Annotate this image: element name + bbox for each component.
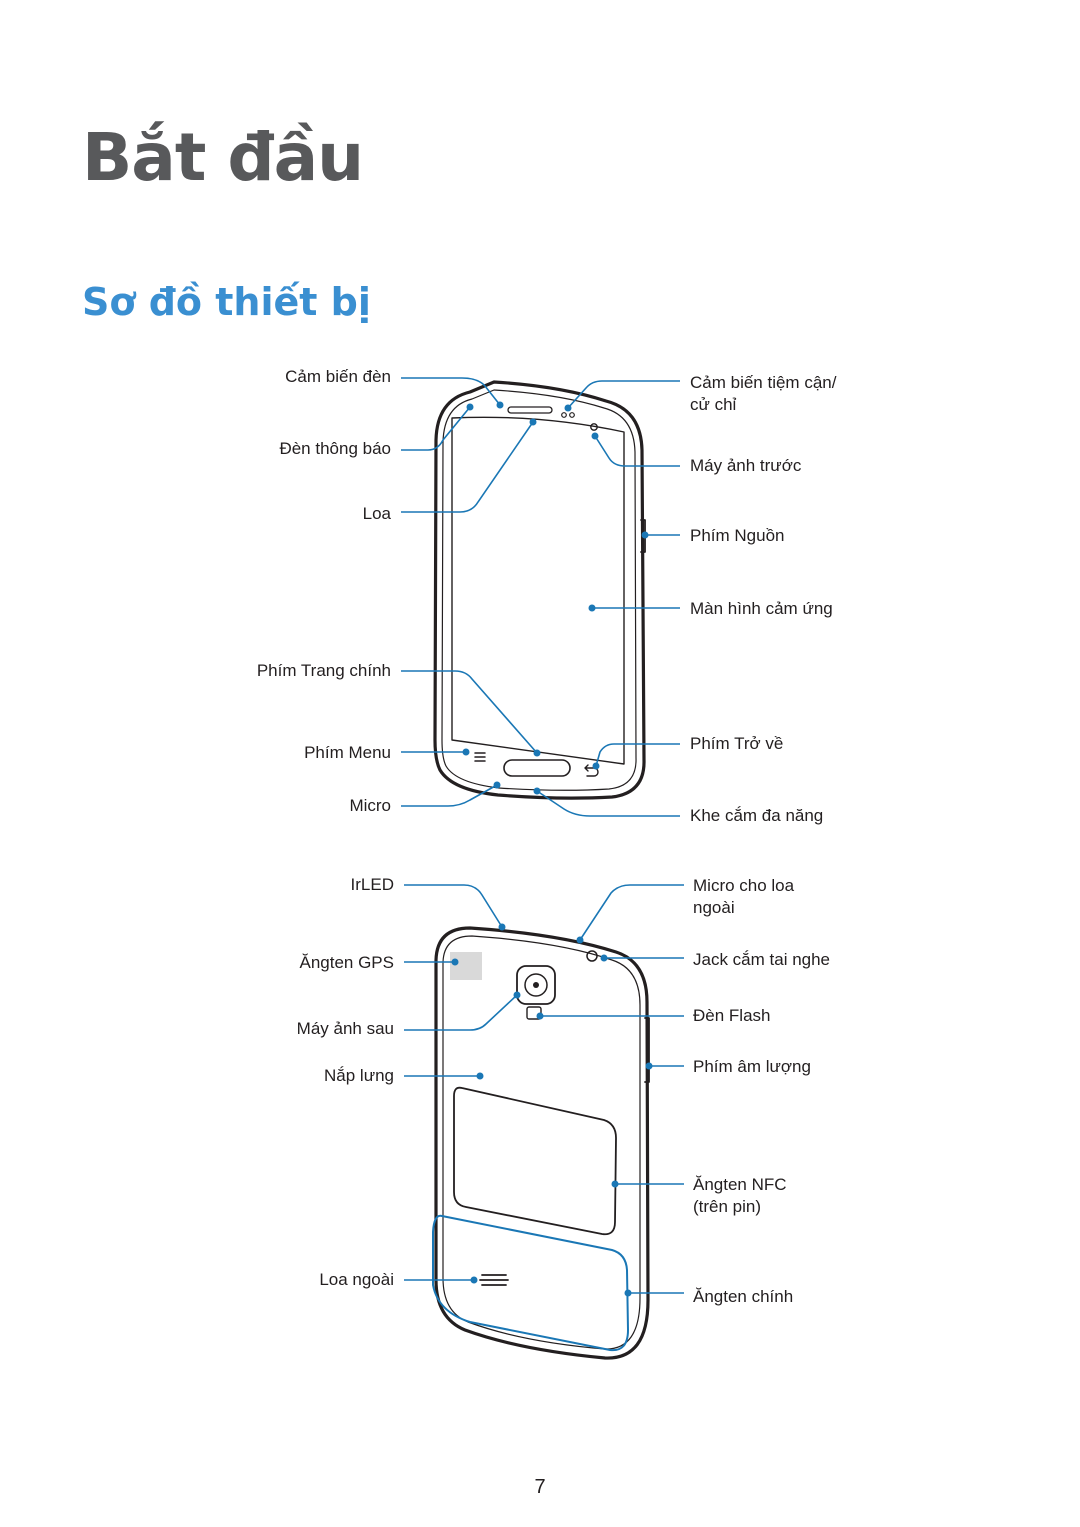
label-power-key: Phím Nguồn [690,526,785,545]
label-rear-camera: Máy ảnh sau [296,1019,394,1038]
label-back-key: Phím Trở về [690,734,784,753]
back-body-inner [442,935,641,1350]
label-nfc-antenna-line2: (trên pin) [693,1197,762,1216]
callout-line-irled [404,884,503,928]
back-callouts-right [540,884,684,1294]
front-callouts-right [536,380,680,817]
proximity-sensor-dot-1 [561,412,567,418]
label-multipurpose-jack: Khe cắm đa năng [690,806,824,825]
label-speakerphone-mic-line2: ngoài [693,898,735,917]
back-body-outer [434,926,650,1360]
section-title: Sơ đồ thiết bị [82,280,371,324]
dot-external-speaker [470,1276,478,1284]
dot-irled [498,923,506,931]
dot-speaker [529,418,537,426]
rear-camera-ring [524,973,548,997]
callout-line-multipurpose-jack [536,790,680,817]
back-callout-dots-right [536,936,653,1297]
callout-line-proximity-sensor [567,380,680,409]
dot-headset-jack [600,954,608,962]
front-screen [451,416,625,765]
callout-line-light-sensor [401,377,501,406]
dot-volume-key [645,1062,653,1070]
label-main-antenna: Ăngten chính [693,1287,794,1306]
external-speaker-grille [479,1274,509,1286]
label-home-key: Phím Trang chính [256,661,391,680]
callout-line-speaker [401,421,534,513]
back-callouts-left [404,884,518,1281]
label-microphone: Micro [349,796,391,815]
callout-line-notification-light [401,406,471,451]
phone-back [432,926,650,1360]
dot-multipurpose-jack [533,787,541,795]
label-speaker: Loa [362,504,391,523]
phone-front [433,380,646,800]
main-antenna-band [432,1214,629,1352]
callout-line-speakerphone-mic [579,884,684,941]
label-flash: Đèn Flash [693,1006,771,1025]
front-camera-lens [590,423,598,431]
callout-line-front-camera [594,435,680,467]
dot-back-key [592,762,600,770]
dot-front-camera [591,432,599,440]
callout-line-microphone [401,784,498,807]
label-menu-key: Phím Menu [304,743,391,762]
callout-line-home-key [401,670,538,754]
menu-key-shape [474,752,486,762]
label-notification-light: Đèn thông báo [279,439,391,458]
volume-key-shape [644,1017,650,1083]
label-light-sensor: Cảm biến đèn [285,367,391,386]
callout-line-rear-camera [404,994,518,1031]
dot-rear-camera [513,991,521,999]
back-callout-dots-left [451,923,521,1284]
callout-line-back-key [595,743,680,767]
front-callout-dots-right [533,404,649,795]
camera-housing [516,965,556,1005]
dot-menu-key [462,748,470,756]
proximity-sensor-dot-2 [569,412,575,418]
dot-light-sensor [496,401,504,409]
label-back-cover: Nắp lưng [324,1066,394,1085]
front-body-inner [441,389,637,791]
front-callout-dots-left [462,401,541,789]
gps-antenna-shape [450,952,482,980]
dot-home-key [533,749,541,757]
home-key-shape [503,759,571,777]
battery-area-shape [453,1086,617,1236]
label-speakerphone-mic-line1: Micro cho loa [693,876,795,895]
chapter-title: Bắt đầu [82,119,364,196]
label-external-speaker: Loa ngoài [319,1270,394,1289]
dot-touchscreen [588,604,596,612]
label-proximity-sensor-line2: cử chỉ [690,395,737,414]
dot-flash [536,1012,544,1020]
label-volume-key: Phím âm lượng [693,1057,811,1076]
front-body-outer [433,380,646,800]
page-number: 7 [534,1476,546,1498]
earpiece-grille [507,406,553,414]
label-gps-antenna: Ăngten GPS [299,953,394,972]
dot-speakerphone-mic [576,936,584,944]
dot-main-antenna [624,1289,632,1297]
dot-nfc-antenna [611,1180,619,1188]
headset-jack-shape [586,950,598,962]
label-proximity-sensor-line1: Cảm biến tiệm cận/ [690,373,837,392]
dot-microphone [493,781,501,789]
rear-camera-lens [533,982,539,988]
label-touchscreen: Màn hình cảm ứng [690,599,833,618]
label-headset-jack: Jack cắm tai nghe [693,950,831,969]
label-irled: IrLED [350,875,394,894]
label-front-camera: Máy ảnh trước [690,456,802,475]
dot-back-cover [476,1072,484,1080]
dot-proximity-sensor [564,404,572,412]
label-nfc-antenna-line1: Ăngten NFC [693,1175,787,1194]
front-callouts-left [401,377,538,807]
dot-power-key [641,531,649,539]
dot-notification-light [466,403,474,411]
dot-gps-antenna [451,958,459,966]
